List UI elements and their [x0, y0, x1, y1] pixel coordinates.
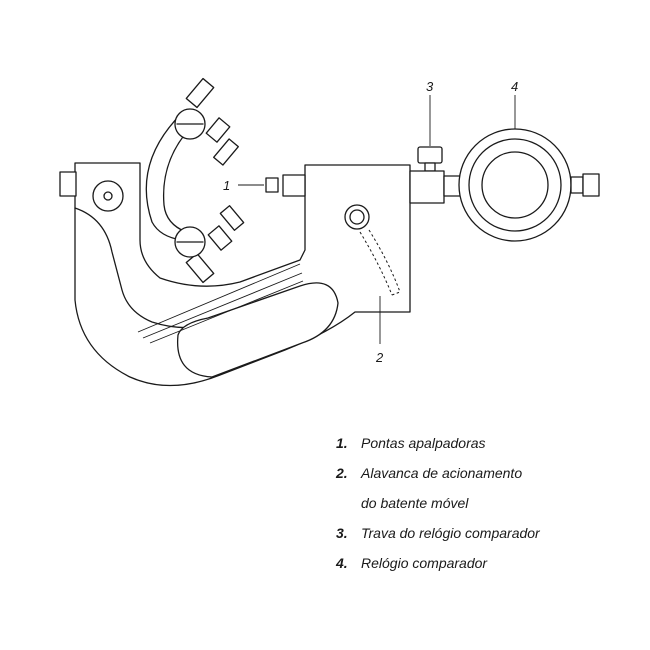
- legend-label: Trava do relógio comparador: [361, 525, 540, 541]
- dial-indicator-face: [481, 151, 549, 219]
- legend-label: Alavanca de acionamento: [361, 465, 523, 481]
- grip-line-3: [149, 280, 304, 344]
- legend-number: 2.: [336, 465, 348, 481]
- callout-1: 1: [223, 178, 230, 193]
- legend-label: Pontas apalpadoras: [361, 435, 486, 451]
- grip-line-1: [137, 263, 301, 333]
- callout-3: 3: [426, 79, 434, 94]
- handle-grip: [176, 282, 339, 378]
- legend-item: 4. Relógio comparador: [336, 548, 636, 578]
- upper-probe-assembly: [174, 77, 239, 166]
- legend-item: 1. Pontas apalpadoras: [336, 428, 636, 458]
- dial-back-cap: [582, 173, 600, 197]
- legend-item: 3. Trava do relógio comparador: [336, 518, 636, 548]
- grip-line-2: [142, 272, 303, 339]
- dial-lock-knob: [417, 146, 443, 164]
- legend-number: 3.: [336, 525, 348, 541]
- legend-label: Relógio comparador: [361, 555, 488, 571]
- legend-number: 4.: [336, 555, 348, 571]
- gauge-frame: [74, 162, 411, 387]
- movable-anvil-tip: [265, 177, 279, 193]
- left-anvil-stub: [59, 171, 77, 197]
- callout-2: 2: [375, 350, 384, 365]
- dial-lock-stem: [424, 162, 436, 172]
- legend-label-continuation: do batente móvel: [361, 495, 469, 511]
- legend-item: 2. Alavanca de acionamento: [336, 458, 636, 488]
- lever-slot-dashed: [359, 229, 401, 296]
- legend-number: 1.: [336, 435, 348, 451]
- pivot-screw-center: [103, 191, 113, 201]
- movable-anvil-sleeve: [282, 174, 306, 197]
- legend: 1. Pontas apalpadoras 2. Alavanca de aci…: [336, 428, 636, 578]
- dial-back-stem: [570, 176, 584, 194]
- dial-stem-collar: [409, 170, 445, 204]
- lower-probe-assembly: [174, 205, 245, 284]
- callout-4: 4: [511, 79, 518, 94]
- lever-knob-inner: [349, 209, 365, 225]
